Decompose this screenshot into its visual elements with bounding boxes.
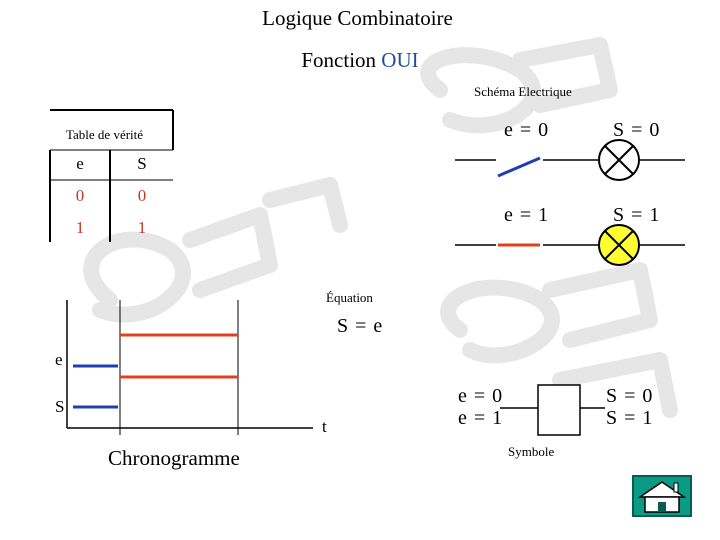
- house-icon: [637, 481, 687, 513]
- subtitle-prefix: Fonction: [301, 48, 382, 72]
- schema-output-1: S = 1: [613, 204, 661, 226]
- truth-table-cell-r0-e: 0: [75, 186, 85, 205]
- chrono-time-label: t: [322, 417, 327, 436]
- schema-input-1: e = 1: [504, 204, 550, 226]
- symbol-input-1: e = 1: [458, 407, 504, 429]
- truth-table-cell-r1-e: 1: [75, 218, 85, 237]
- symbol-input-0: e = 0: [458, 385, 504, 407]
- equation-formula: S = e: [337, 315, 384, 337]
- chrono-title: Chronogramme: [108, 446, 240, 470]
- symbol-title: Symbole: [508, 444, 555, 459]
- truth-table-cell-r1-s: 1: [137, 218, 147, 237]
- page-title: Logique Combinatoire: [262, 6, 453, 30]
- schema-input-0: e = 0: [504, 119, 550, 141]
- symbol-output-1: S = 1: [606, 407, 654, 429]
- schema-output-0: S = 0: [613, 119, 661, 141]
- truth-table-cell-r0-s: 0: [137, 186, 147, 205]
- schema-title: Schéma Electrique: [474, 84, 572, 99]
- truth-table-title: Table de vérité: [66, 127, 144, 142]
- home-button[interactable]: [632, 475, 692, 517]
- equation-title: Équation: [326, 290, 373, 305]
- chrono-signal-e-label: e: [55, 350, 63, 369]
- truth-table-header-s: S: [137, 154, 147, 173]
- chrono-signal-s-label: S: [55, 397, 65, 416]
- gate-symbol-box: [537, 384, 581, 436]
- lamp-on-cross-b: [604, 230, 634, 260]
- truth-table-header-e: e: [76, 154, 84, 173]
- subtitle-function-name: OUI: [381, 48, 419, 72]
- symbol-output-0: S = 0: [606, 385, 654, 407]
- lamp-off-cross-b: [604, 145, 634, 175]
- switch-open: [497, 156, 541, 178]
- page-subtitle: Fonction OUI: [0, 48, 720, 73]
